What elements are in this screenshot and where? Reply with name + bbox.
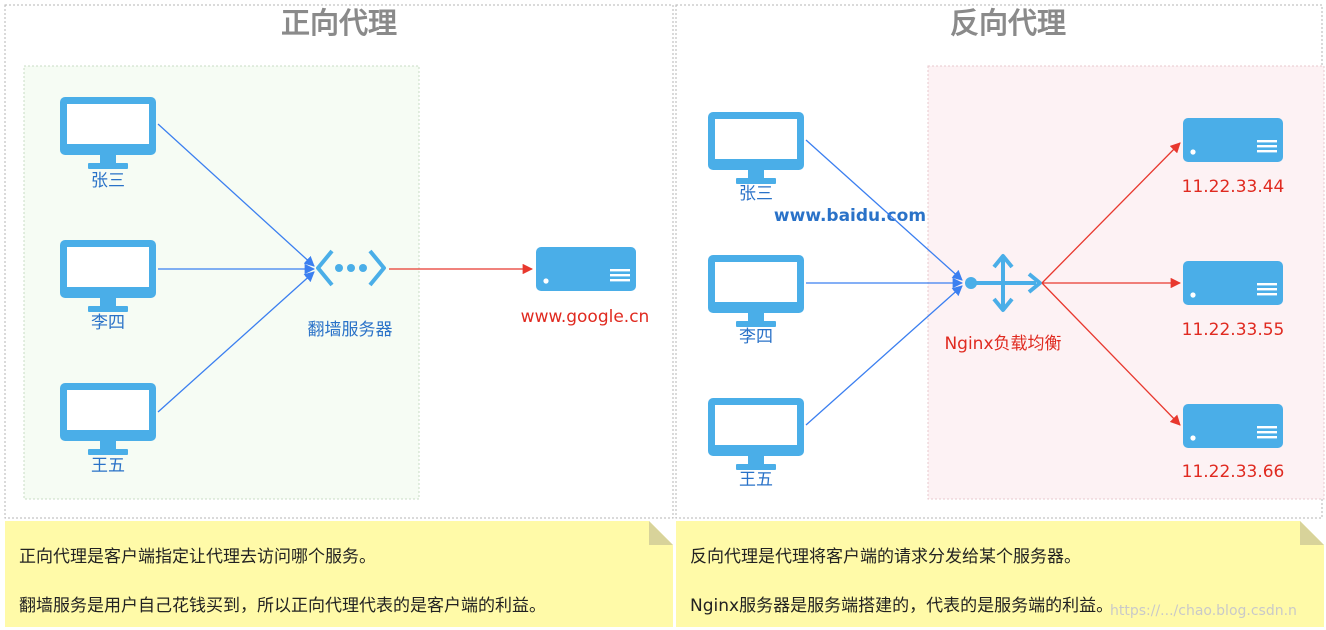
dispatch-arrow xyxy=(1041,282,1181,426)
proxy-relay-icon xyxy=(316,249,386,287)
reverse-client-label: 王五 xyxy=(739,470,773,490)
client-monitor-icon xyxy=(708,255,804,327)
dispatch-arrow xyxy=(1041,142,1181,284)
server-icon xyxy=(1183,118,1283,162)
server-ip-label: 11.22.33.44 xyxy=(1182,177,1285,197)
server-icon xyxy=(1183,404,1283,448)
server-ip-label: 11.22.33.66 xyxy=(1182,462,1285,482)
reverse-client-label: 李四 xyxy=(739,327,773,347)
request-url-label: www.baidu.com xyxy=(774,206,926,226)
forward-note-line: 翻墙服务是用户自己花钱买到，所以正向代理代表的是客户端的利益。 xyxy=(19,596,546,616)
balancer-label: Nginx负载均衡 xyxy=(944,334,1061,354)
watermark: https://.../chao.blog.csdn.n xyxy=(1110,603,1297,619)
forward-note xyxy=(5,521,673,627)
reverse-note xyxy=(676,521,1324,627)
request-arrow xyxy=(805,285,963,426)
forward-panel-border xyxy=(4,4,674,519)
reverse-panel-border xyxy=(675,4,1323,519)
forward-client-label: 李四 xyxy=(91,313,125,333)
request-arrow xyxy=(805,139,963,281)
reverse-note-line: Nginx服务器是服务端搭建的，代表的是服务端的利益。 xyxy=(690,596,1114,616)
server-icon xyxy=(536,247,636,291)
request-arrow xyxy=(157,271,315,413)
client-monitor-icon xyxy=(708,112,804,184)
forward-client-label: 王五 xyxy=(91,456,125,476)
reverse-client-label: 张三 xyxy=(739,184,773,204)
forward-title: 正向代理 xyxy=(281,6,397,40)
client-monitor-icon xyxy=(708,398,804,470)
load-balancer-icon xyxy=(965,254,1042,312)
server-icon xyxy=(1183,261,1283,305)
forward-target-label: www.google.cn xyxy=(521,307,650,327)
forward-note-line: 正向代理是客户端指定让代理去访问哪个服务。 xyxy=(19,547,376,567)
reverse-note-line: 反向代理是代理将客户端的请求分发给某个服务器。 xyxy=(690,547,1081,567)
forward-client-label: 张三 xyxy=(91,171,125,191)
request-arrow xyxy=(157,123,315,267)
server-ip-label: 11.22.33.55 xyxy=(1182,320,1285,340)
reverse-title: 反向代理 xyxy=(950,6,1066,40)
forward-proxy-label: 翻墙服务器 xyxy=(308,320,393,340)
